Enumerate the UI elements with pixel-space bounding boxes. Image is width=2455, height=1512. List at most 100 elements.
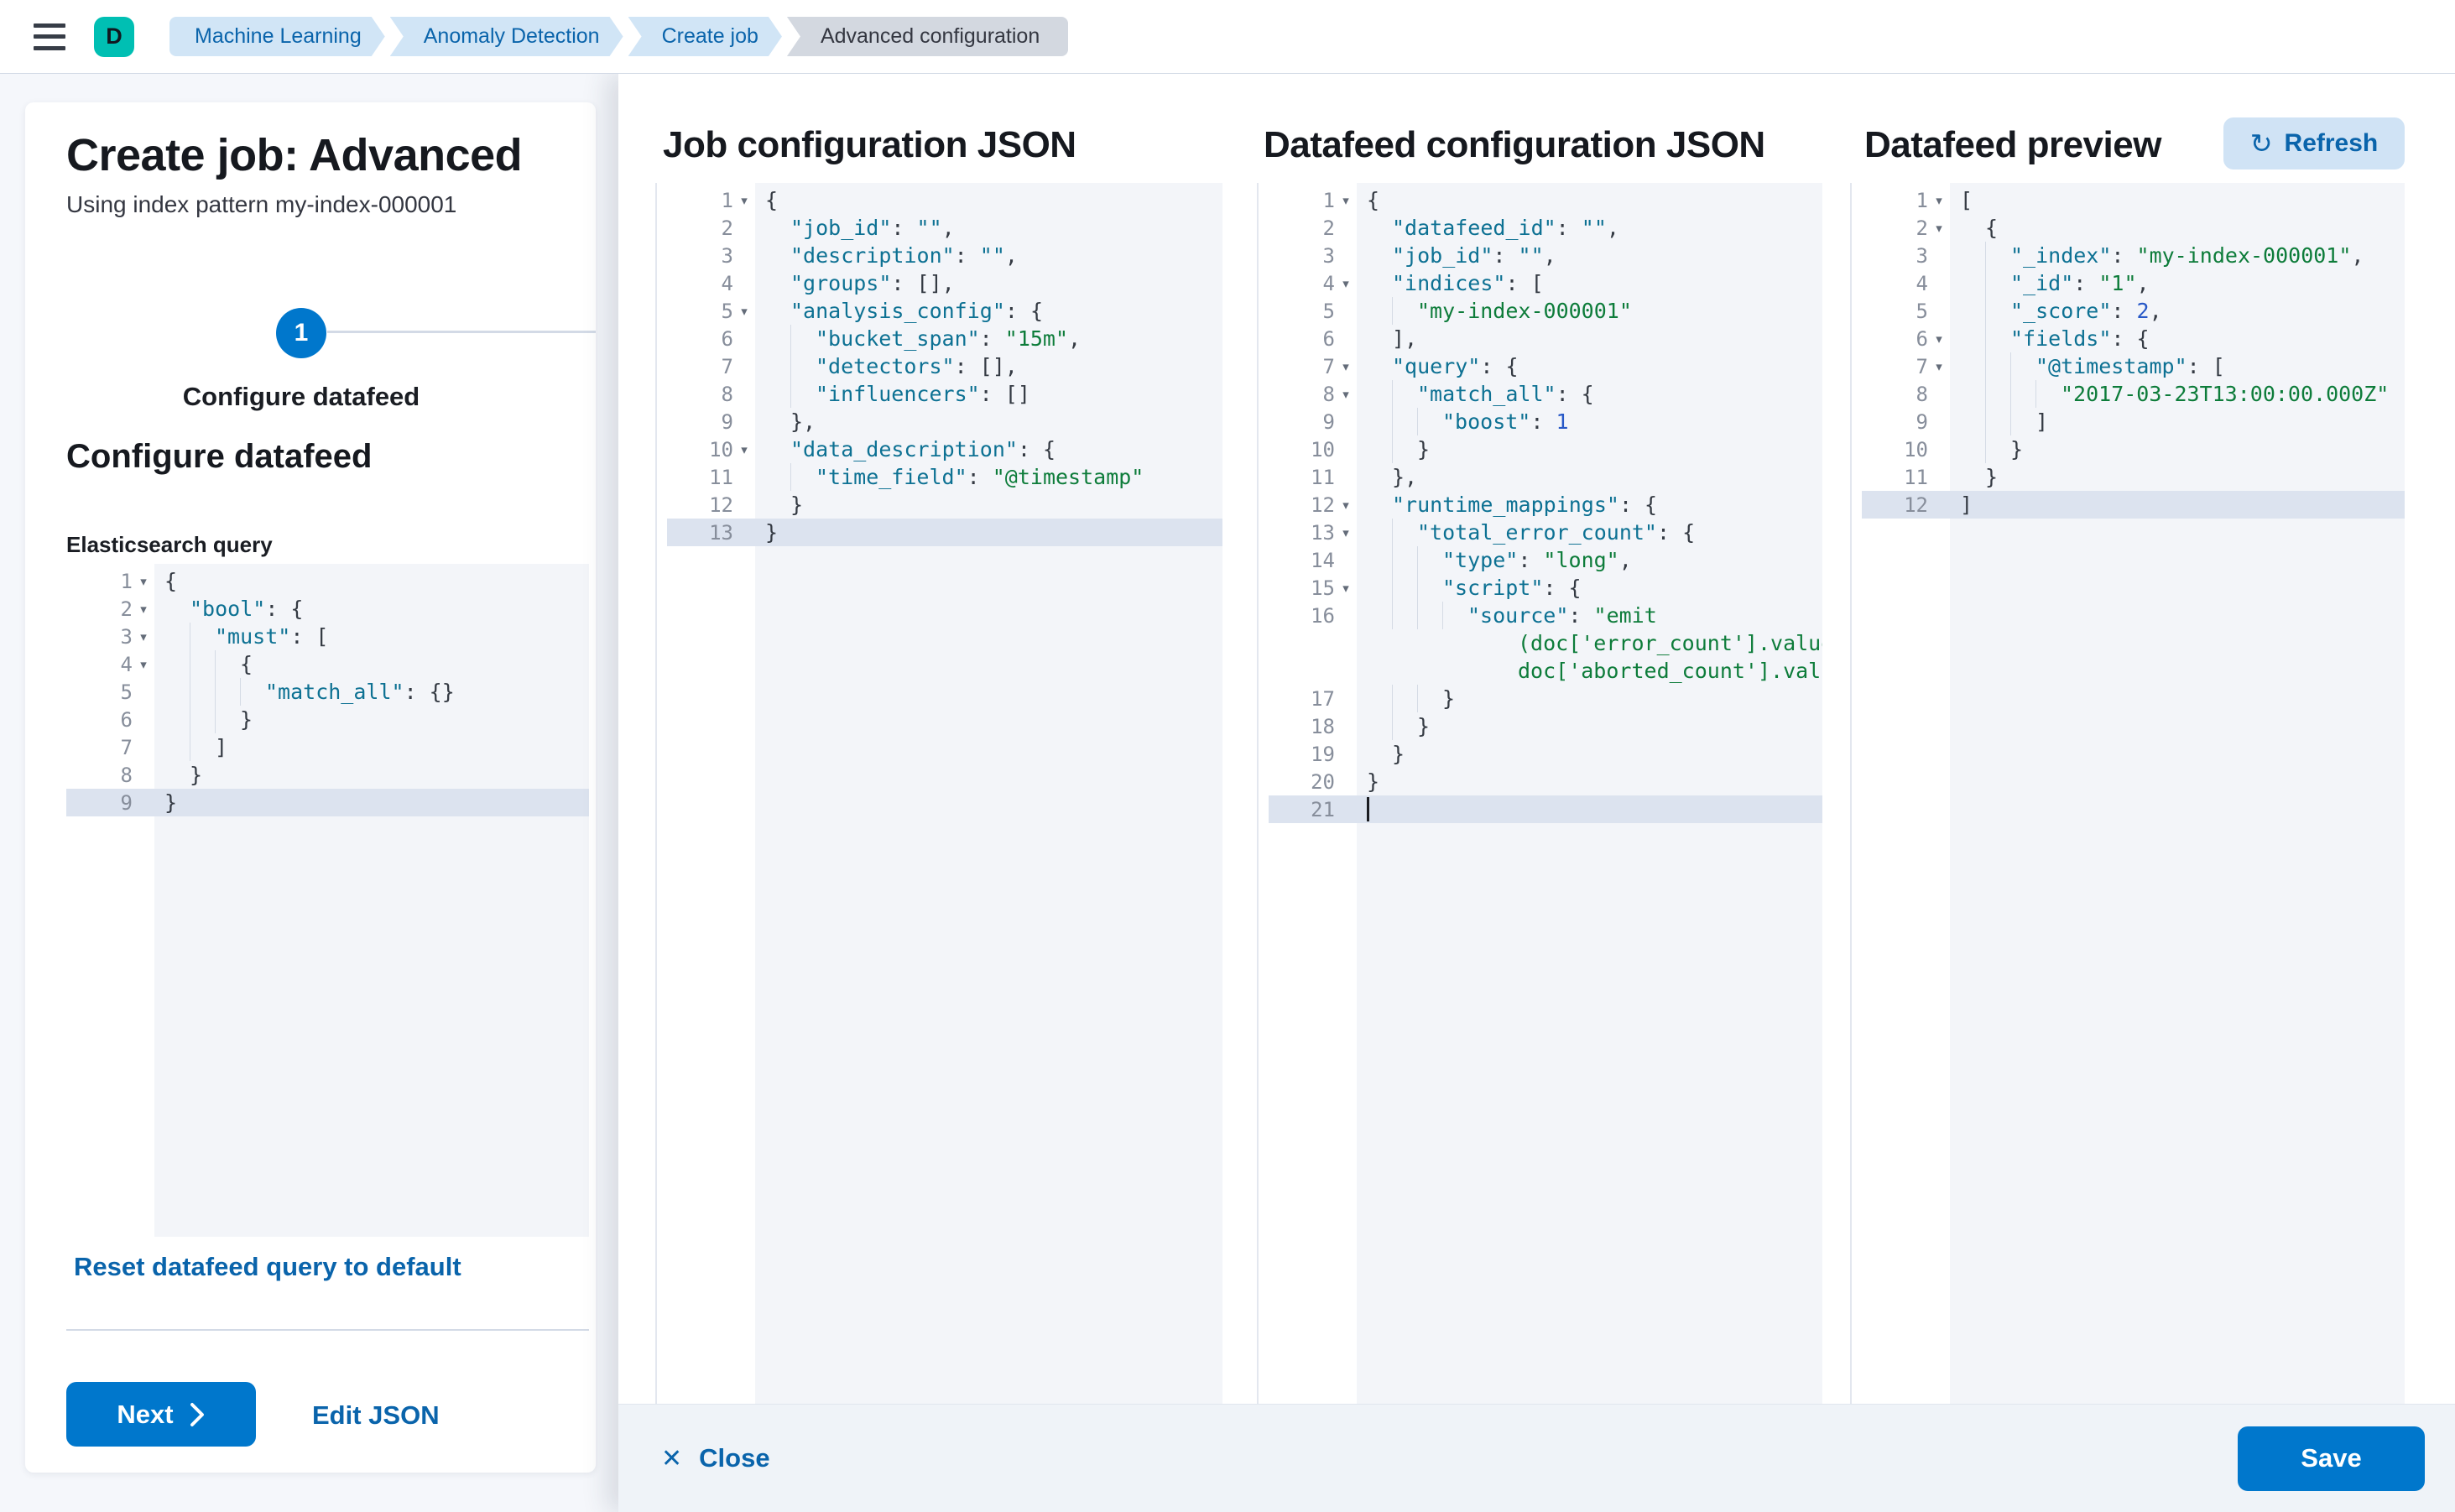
code-line: 6}	[120, 706, 253, 733]
fold-arrow-icon[interactable]: ▾	[1342, 387, 1349, 402]
code-line: 13}	[667, 519, 1222, 546]
fold-arrow-icon[interactable]: ▾	[140, 629, 147, 644]
code-line: 17}	[1311, 685, 1456, 712]
fold-arrow-icon[interactable]: ▾	[1342, 359, 1349, 374]
code-line: 3"job_id": "",	[1322, 243, 1556, 268]
code-line: 8"2017-03-23T13:00:00.000Z"	[1916, 380, 2390, 408]
refresh-button[interactable]: ↻ Refresh	[2223, 117, 2405, 169]
code-line: 7▾"@timestamp": [	[1916, 352, 2225, 380]
code-line: 16"source": "emit	[1311, 602, 1657, 629]
close-button[interactable]: ✕ Close	[661, 1443, 770, 1473]
code-line: 1▾[	[1916, 188, 1973, 212]
panel-divider	[1257, 183, 1259, 1404]
job-config-title: Job configuration JSON	[663, 124, 1076, 165]
code-line: 20}	[1311, 769, 1380, 794]
fold-arrow-icon[interactable]: ▾	[741, 442, 748, 457]
panel-divider	[655, 183, 657, 1404]
space-avatar[interactable]: D	[94, 16, 134, 57]
elasticsearch-query-editor[interactable]: 1▾{2▾"bool": {3▾"must": [4▾{5"match_all"…	[66, 564, 589, 1237]
fold-arrow-icon[interactable]: ▾	[741, 193, 748, 208]
breadcrumb-item[interactable]: Machine Learning	[169, 17, 385, 56]
save-button[interactable]: Save	[2238, 1426, 2425, 1491]
code-line: 4▾"indices": [	[1322, 271, 1544, 295]
code-line: 2"datafeed_id": "",	[1322, 216, 1619, 240]
code-line: 9]	[1916, 408, 2049, 435]
datafeed-preview-title: Datafeed preview	[1864, 124, 2161, 165]
breadcrumb-item: Advanced configuration	[786, 17, 1069, 56]
fold-arrow-icon[interactable]: ▾	[1936, 193, 1942, 208]
code-line: 15▾"script": {	[1311, 574, 1582, 602]
code-line: 9}	[66, 789, 589, 816]
fold-arrow-icon[interactable]: ▾	[1936, 359, 1942, 374]
code-line: 4"_id": "1",	[1916, 269, 2150, 297]
code-line: 14"type": "long",	[1311, 546, 1632, 574]
code-line: 6▾"fields": {	[1916, 325, 2150, 352]
code-line: 19}	[1311, 742, 1405, 766]
fold-arrow-icon[interactable]: ▾	[1342, 581, 1349, 596]
code-line: 6"bucket_span": "15m",	[721, 325, 1082, 352]
page-subtitle: Using index pattern my-index-000001	[66, 191, 457, 217]
code-line: 5▾"analysis_config": {	[721, 299, 1044, 323]
code-line: 11}	[1904, 465, 1999, 489]
fold-arrow-icon[interactable]: ▾	[1342, 276, 1349, 291]
fold-arrow-icon[interactable]: ▾	[140, 602, 147, 617]
code-line: 9},	[721, 409, 816, 434]
fold-arrow-icon[interactable]: ▾	[140, 574, 147, 589]
panel-divider	[1850, 183, 1852, 1404]
code-line: 18}	[1311, 712, 1431, 740]
datafeed-config-title: Datafeed configuration JSON	[1264, 124, 1765, 165]
code-line: 1▾{	[1322, 188, 1380, 212]
code-line: 10▾"data_description": {	[709, 437, 1056, 461]
code-line: 1▾{	[120, 569, 178, 593]
job-config-editor[interactable]: 1▾{2"job_id": "",3"description": "",4"gr…	[667, 183, 1222, 1404]
code-line: 8}	[120, 763, 203, 787]
code-line: 5"_score": 2,	[1916, 297, 2162, 325]
code-line: 7"detectors": [],	[721, 352, 1018, 380]
fold-arrow-icon[interactable]: ▾	[1342, 498, 1349, 513]
code-line: 12]	[1862, 491, 2405, 519]
breadcrumb-item[interactable]: Anomaly Detection	[390, 17, 623, 56]
flyout-bottom-bar: ✕ Close Save	[618, 1404, 2455, 1512]
next-button[interactable]: Next	[66, 1382, 256, 1447]
code-line: 7]	[120, 733, 228, 761]
code-line: 6],	[1322, 326, 1418, 351]
code-line: 12▾"runtime_mappings": {	[1311, 493, 1658, 517]
code-line: 3"description": "",	[721, 243, 1018, 268]
code-line: 5"my-index-000001"	[1322, 297, 1632, 325]
json-editor-flyout: Job configuration JSON Datafeed configur…	[618, 74, 2455, 1512]
code-line: 3"_index": "my-index-000001",	[1916, 242, 2364, 269]
reset-datafeed-query-link[interactable]: Reset datafeed query to default	[74, 1252, 461, 1281]
datafeed-config-editor[interactable]: 1▾{ 2"datafeed_id": "", 3"job_id": "", 4▾"i…	[1269, 183, 1822, 1404]
fold-arrow-icon[interactable]: ▾	[741, 304, 748, 319]
divider	[66, 1329, 589, 1331]
code-line: 2▾{	[1916, 216, 1999, 240]
code-line: 8"influencers": []	[721, 380, 1030, 408]
code-line: 8▾"match_all": {	[1322, 380, 1594, 408]
breadcrumb-item[interactable]: Create job	[628, 17, 782, 56]
code-line: 2▾"bool": {	[120, 597, 304, 621]
fold-arrow-icon[interactable]: ▾	[140, 657, 147, 672]
step-connector	[327, 331, 596, 333]
code-line: 12}	[709, 493, 804, 517]
fold-arrow-icon[interactable]: ▾	[1342, 525, 1349, 540]
step-1-indicator[interactable]: 1	[276, 308, 326, 358]
section-heading: Configure datafeed	[66, 438, 373, 475]
code-line: doc['aborted_count'].value)"	[1518, 659, 1822, 683]
elasticsearch-query-label: Elasticsearch query	[66, 532, 273, 557]
fold-arrow-icon[interactable]: ▾	[1936, 331, 1942, 347]
close-icon: ✕	[661, 1444, 683, 1473]
code-line: 4"groups": [],	[721, 271, 955, 295]
code-line: (doc['error_count'].value +	[1518, 631, 1822, 655]
code-line: 21	[1269, 795, 1822, 823]
code-line: 10}	[1904, 435, 2024, 463]
code-line: 2"job_id": "",	[721, 216, 955, 240]
fold-arrow-icon[interactable]: ▾	[1936, 221, 1942, 236]
datafeed-preview-editor[interactable]: 1▾[ 2▾{3"_index": "my-index-000001",4"_id…	[1862, 183, 2405, 1404]
fold-arrow-icon[interactable]: ▾	[1342, 193, 1349, 208]
refresh-icon: ↻	[2249, 128, 2273, 159]
code-line: 13▾"total_error_count": {	[1311, 519, 1696, 546]
text-cursor	[1367, 797, 1369, 821]
edit-json-link[interactable]: Edit JSON	[312, 1400, 440, 1430]
menu-icon[interactable]	[34, 23, 65, 50]
